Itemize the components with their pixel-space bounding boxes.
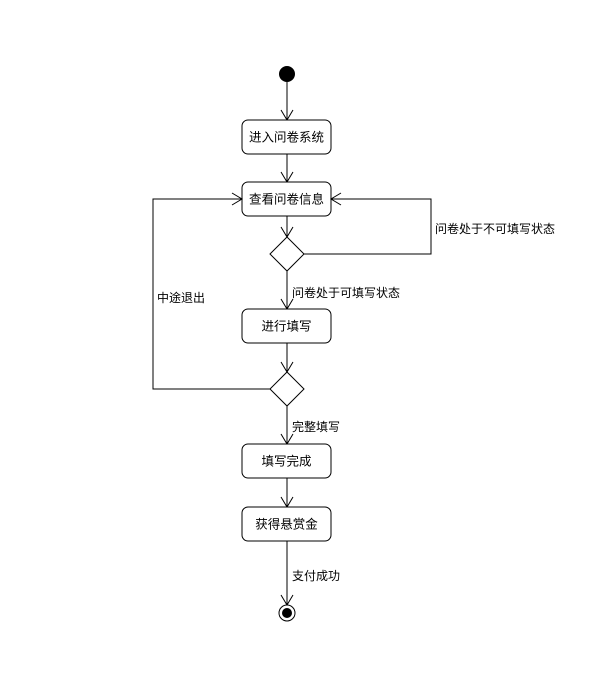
node-get-bounty: 获得悬赏金 xyxy=(241,506,332,542)
arrowhead-not-fillable xyxy=(330,192,342,206)
node-fill-done: 填写完成 xyxy=(241,443,332,479)
node-fill-in-label: 进行填写 xyxy=(261,319,311,334)
node-get-bounty-label: 获得悬赏金 xyxy=(255,517,318,532)
label-payment-success: 支付成功 xyxy=(292,569,340,583)
label-complete-fill: 完整填写 xyxy=(292,419,340,434)
node-enter-system: 进入问卷系统 xyxy=(241,119,332,155)
node-enter-system-label: 进入问卷系统 xyxy=(249,130,324,145)
edge-quit-midway-loop xyxy=(152,198,270,390)
decision-completion xyxy=(269,371,305,407)
node-fill-in: 进行填写 xyxy=(241,308,332,344)
label-not-fillable: 问卷处于不可填写状态 xyxy=(435,221,555,236)
node-view-info-label: 查看问卷信息 xyxy=(249,192,324,207)
edge-not-fillable-loop xyxy=(304,198,432,255)
start-node xyxy=(279,66,295,82)
arrowhead-quit-midway xyxy=(231,192,243,206)
end-node xyxy=(278,604,296,622)
decision-fillable-state xyxy=(269,236,305,272)
node-fill-done-label: 填写完成 xyxy=(261,454,311,469)
label-fillable: 问卷处于可填写状态 xyxy=(292,285,400,300)
label-quit-midway: 中途退出 xyxy=(157,290,205,305)
node-view-info: 查看问卷信息 xyxy=(241,181,332,217)
